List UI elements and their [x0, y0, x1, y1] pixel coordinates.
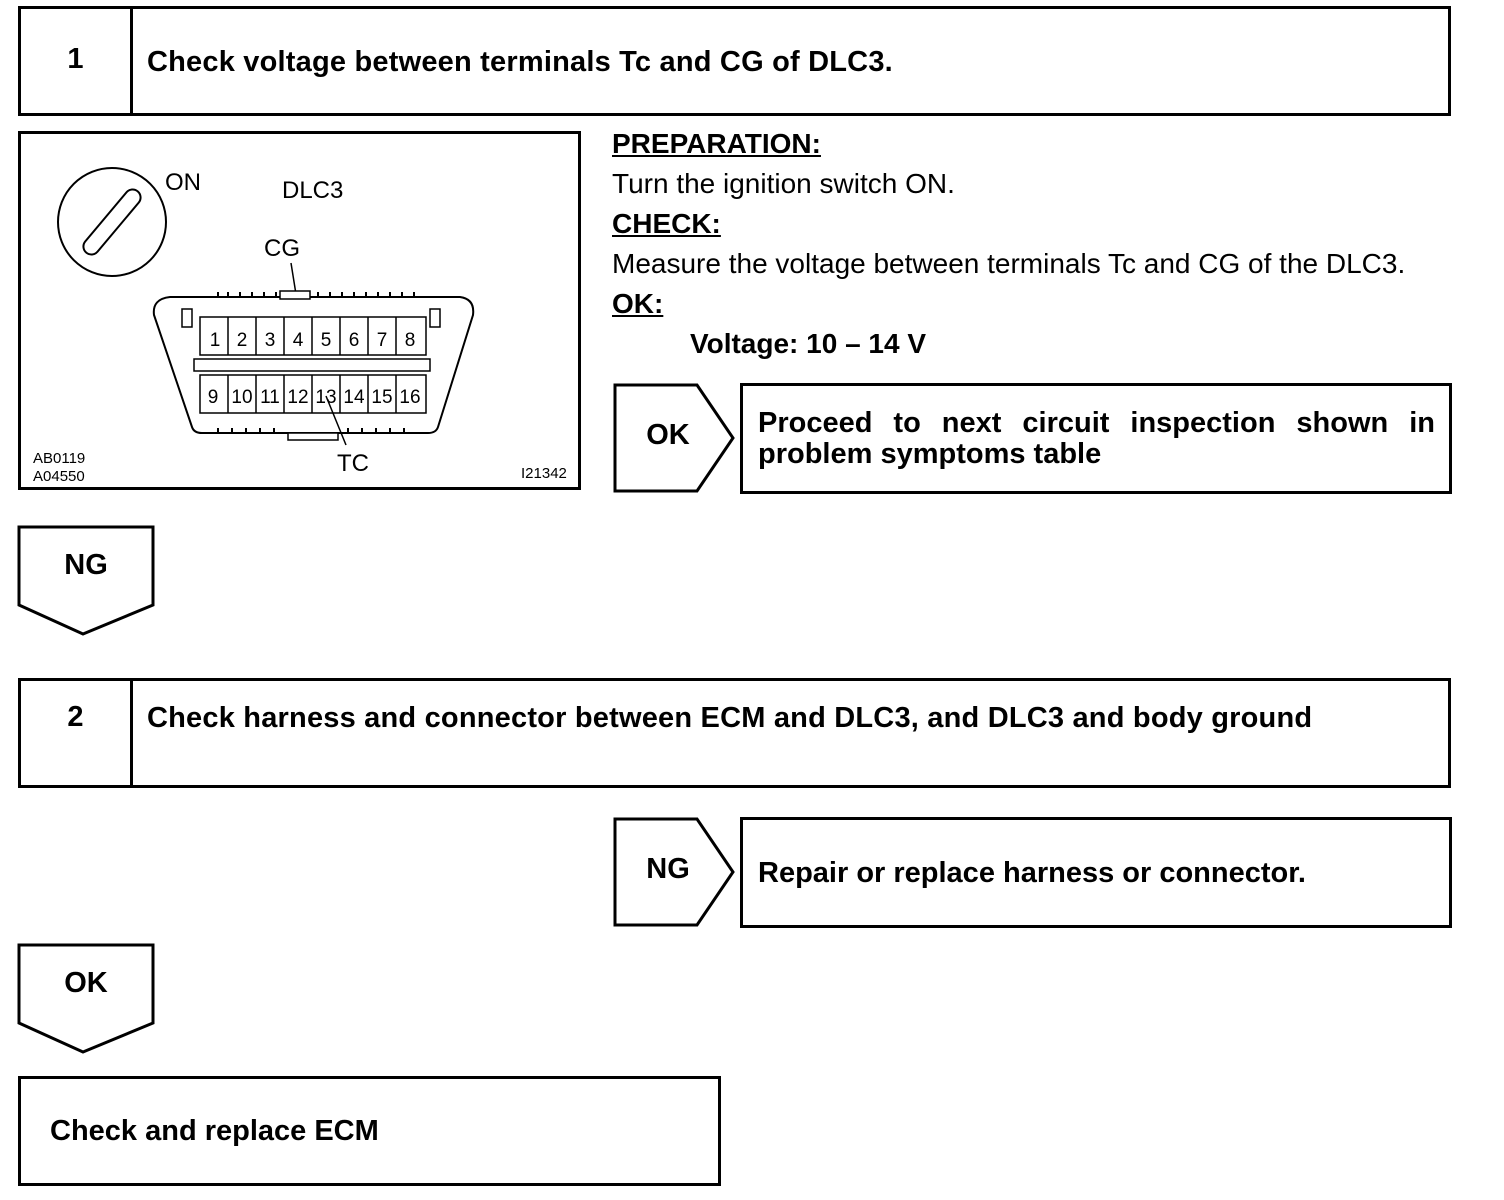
pin-10: 10: [231, 387, 252, 408]
ignition-on-label: ON: [165, 169, 201, 196]
pin-6: 6: [349, 330, 360, 351]
ng-arrow-step1: NG: [17, 525, 155, 637]
pin-3: 3: [265, 330, 276, 351]
pin-11: 11: [260, 387, 280, 408]
tc-leader-line: [325, 395, 347, 446]
check-heading: CHECK:: [612, 208, 721, 239]
pin-9: 9: [208, 387, 219, 408]
pin-15: 15: [371, 387, 392, 408]
ignition-key-icon: [57, 167, 167, 277]
preparation-heading: PREPARATION:: [612, 128, 821, 159]
ok-arrow-step1: OK: [613, 383, 737, 493]
figure-code-2: A04550: [33, 468, 85, 485]
right-arrow-icon: [613, 383, 735, 493]
down-arrow-icon: [17, 525, 155, 636]
right-arrow-icon: [613, 817, 735, 927]
dlc3-illustration: ON DLC3 CG: [18, 131, 581, 490]
ng-arrow-step2: NG: [613, 817, 737, 927]
cg-label: CG: [264, 235, 300, 262]
pin-7: 7: [377, 330, 388, 351]
figure-code-1: AB0119: [33, 450, 85, 467]
pin-12: 12: [287, 387, 308, 408]
ok-result-box-step1: Proceed to next circuit inspection shown…: [740, 383, 1452, 494]
ok-voltage-spec: Voltage: 10 – 14 V: [690, 328, 927, 359]
pin-16: 16: [399, 387, 420, 408]
pin-14: 14: [343, 387, 365, 408]
pin-5: 5: [321, 330, 332, 351]
ok-arrow-step2: OK: [17, 943, 155, 1055]
step-2-header: 2 Check harness and connector between EC…: [18, 678, 1451, 788]
ng-arrow-label: NG: [646, 853, 690, 885]
dlc3-label: DLC3: [282, 177, 343, 204]
step-number: 2: [21, 681, 133, 785]
step-title: Check voltage between terminals Tc and C…: [147, 46, 893, 78]
preparation-text: Turn the ignition switch ON.: [612, 168, 955, 199]
tc-label: TC: [337, 450, 369, 477]
down-arrow-icon: [17, 943, 155, 1054]
pin-2: 2: [237, 330, 248, 351]
figure-code-3: I21342: [521, 465, 567, 482]
ng-result-box-step2: Repair or replace harness or connector.: [740, 817, 1452, 928]
pin-1: 1: [210, 330, 221, 351]
step-title: Check harness and connector between ECM …: [147, 702, 1313, 734]
ok-heading: OK:: [612, 288, 664, 319]
check-text: Measure the voltage between terminals Tc…: [612, 248, 1406, 279]
step-1-header: 1 Check voltage between terminals Tc and…: [18, 6, 1451, 116]
ok-arrow-label: OK: [646, 419, 690, 451]
step-number: 1: [21, 9, 133, 113]
ok-arrow-label: OK: [64, 967, 108, 999]
final-action-box: Check and replace ECM: [18, 1076, 721, 1186]
dlc3-connector: 1 2 3 4 5 6 7 8 9 10 11 12 13 14 15 16: [152, 290, 475, 441]
pin-4: 4: [293, 330, 304, 351]
pin-8: 8: [405, 330, 416, 351]
ng-arrow-label: NG: [64, 549, 108, 581]
